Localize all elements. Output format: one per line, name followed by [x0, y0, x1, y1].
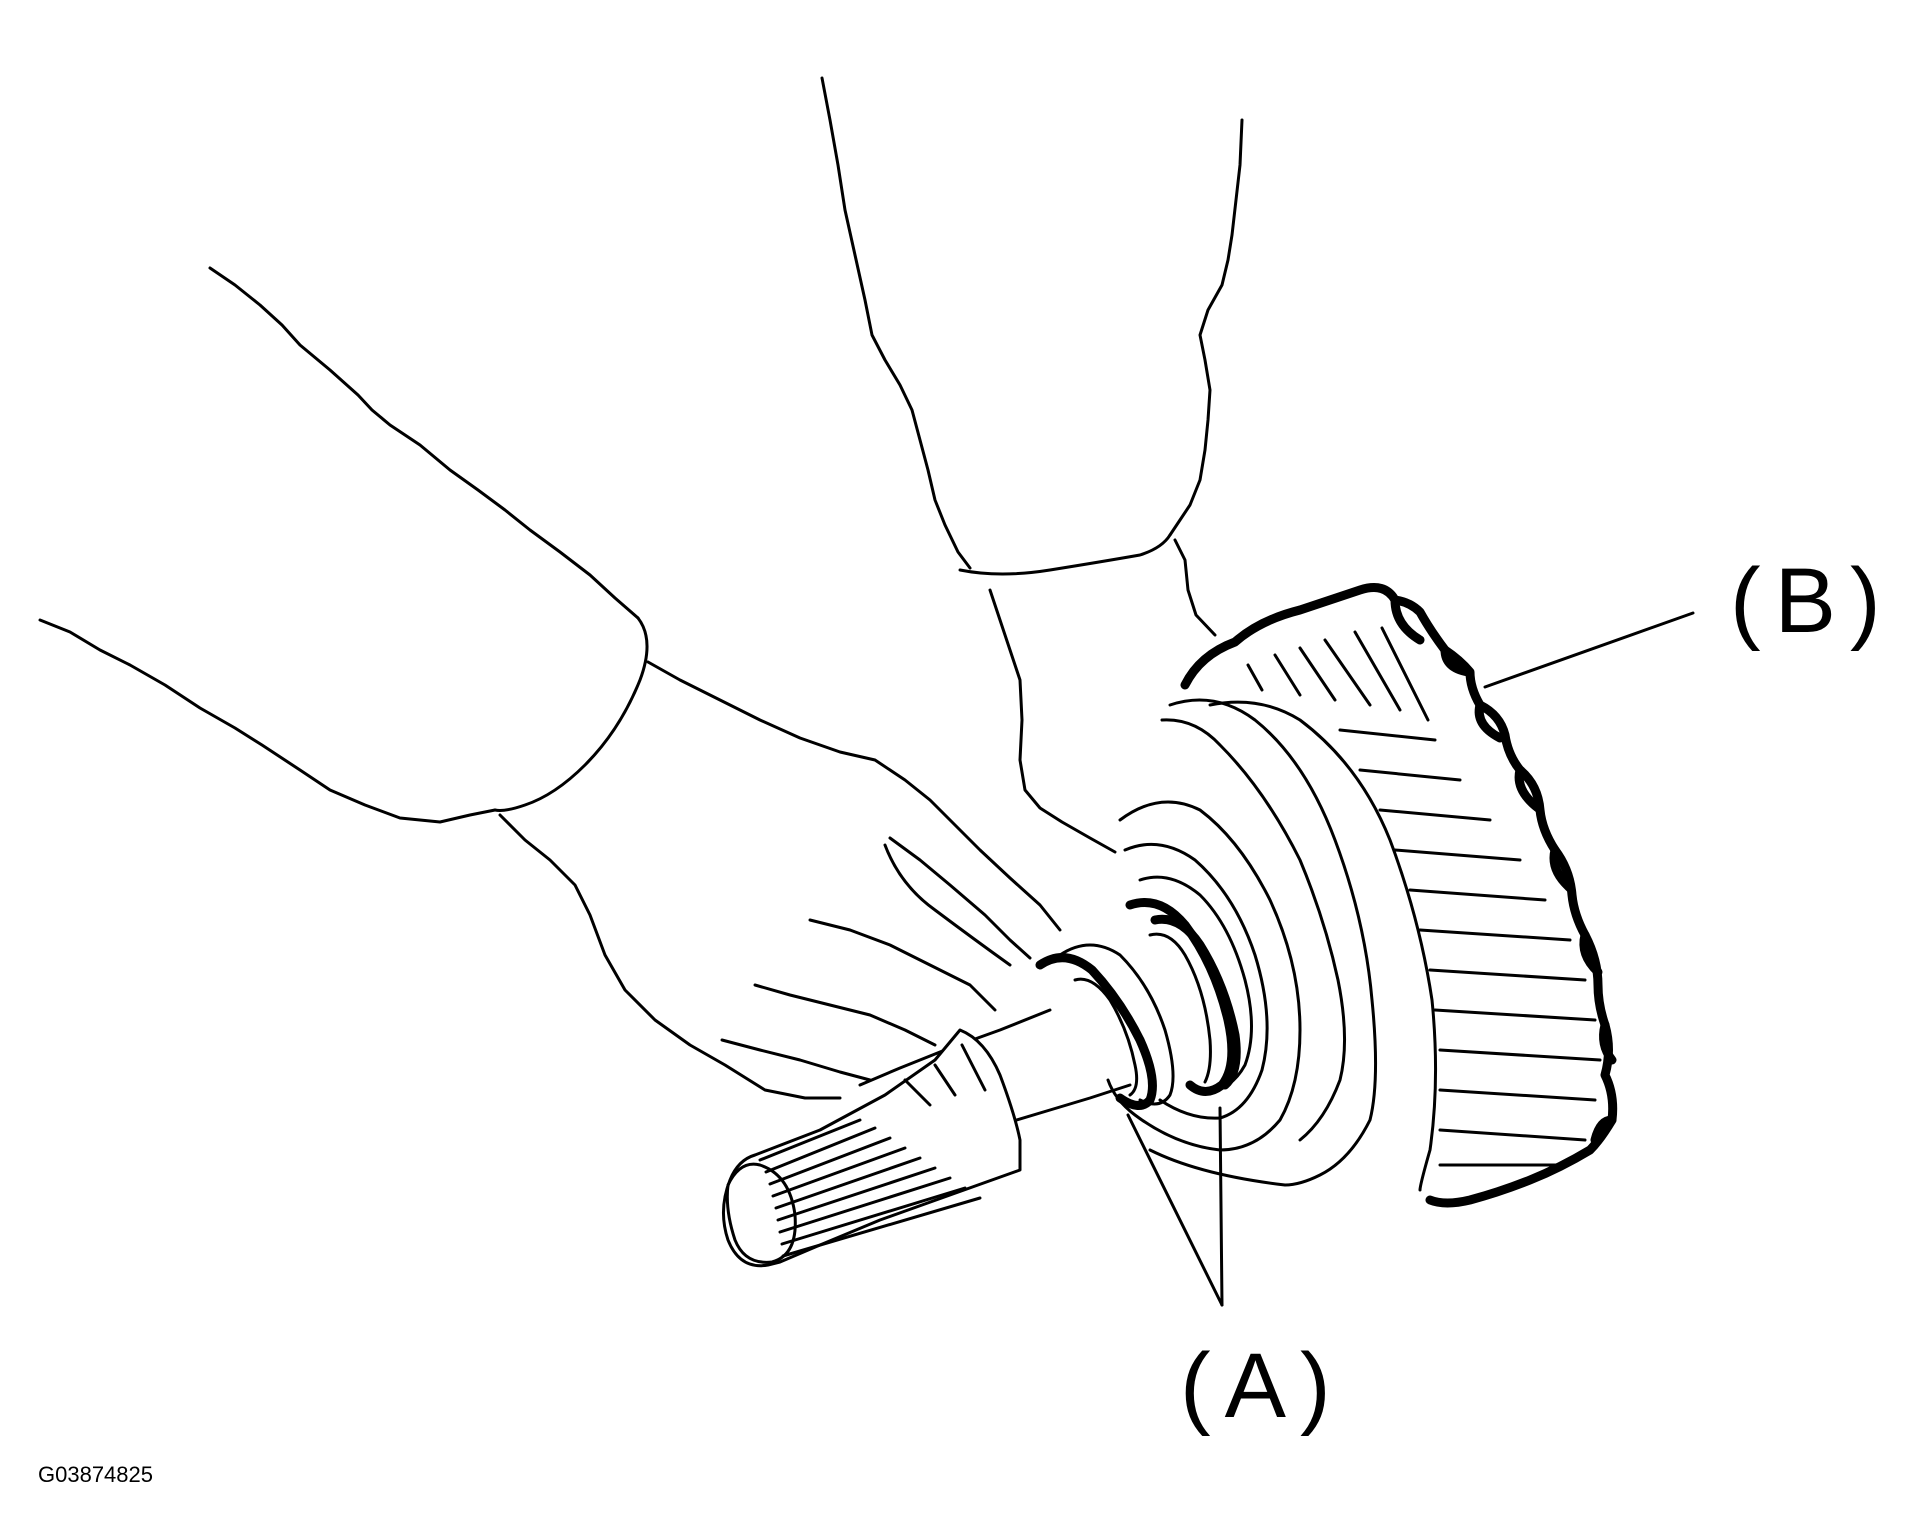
spacer-ring	[1058, 943, 1175, 1106]
gear-inner-face-edge	[1208, 700, 1438, 1192]
seal-ring-2	[1150, 914, 1241, 1090]
seal-rings	[1035, 898, 1241, 1110]
gear-hub-inner	[1160, 718, 1347, 1142]
seal-ring-front-inner	[1073, 977, 1139, 1097]
collar-outer	[1106, 800, 1302, 1152]
right-hand-back	[1173, 538, 1217, 637]
gear-tooth-edge-4	[1514, 765, 1543, 813]
spline-grooves	[758, 1043, 987, 1258]
leader-line-a-left	[1126, 1113, 1224, 1307]
right-hand-thumb	[988, 588, 1117, 854]
figure-id: G03874825	[38, 1462, 153, 1487]
gear-tooth-edge-1	[1390, 595, 1425, 645]
splined-shaft	[722, 1008, 1132, 1268]
leader-lines	[1126, 611, 1695, 1307]
seal-ring-front	[1035, 953, 1157, 1110]
spline-section	[722, 1028, 1022, 1268]
gear-tooth-edge-6	[1579, 930, 1603, 977]
leader-line-a-right	[1218, 1106, 1224, 1307]
gear-assembly	[1148, 583, 1618, 1208]
finger-1	[888, 836, 1032, 960]
left-hand-back	[646, 660, 1062, 932]
gear-tooth-edge-7	[1599, 1020, 1617, 1065]
finger-3	[753, 983, 937, 1047]
right-hand	[988, 538, 1217, 854]
left-cuff-line	[493, 616, 649, 812]
left-arm-upper-outline	[208, 266, 640, 620]
right-cuff-line	[958, 533, 1172, 576]
left-arm	[38, 266, 649, 824]
finger-4	[720, 1038, 872, 1082]
gear-tooth-edge-5	[1549, 845, 1575, 893]
left-arm-lower-outline	[38, 618, 497, 824]
gear-tooth-lines	[1246, 626, 1602, 1167]
right-arm-right-outline	[1168, 118, 1244, 537]
callout-b-label: (B)	[1730, 550, 1895, 652]
seal-ring-3	[1148, 932, 1212, 1084]
left-hand-palm	[498, 813, 842, 1100]
collar-ring-2	[1138, 875, 1253, 1092]
finger-crease	[883, 843, 1012, 967]
gear-tooth-edge-8	[1590, 1115, 1617, 1145]
finger-2	[808, 918, 997, 1012]
gear-tooth-edge-3	[1474, 700, 1505, 743]
right-arm-left-outline	[820, 76, 972, 570]
shaft-end-face	[725, 1162, 797, 1264]
leader-line-b	[1483, 611, 1695, 689]
callout-a-label: (A)	[1180, 1335, 1345, 1437]
gear-hub-disc	[1148, 698, 1378, 1187]
left-hand	[498, 660, 1062, 1100]
right-arm	[820, 76, 1244, 576]
gear-tooth-edge-2	[1440, 645, 1473, 677]
